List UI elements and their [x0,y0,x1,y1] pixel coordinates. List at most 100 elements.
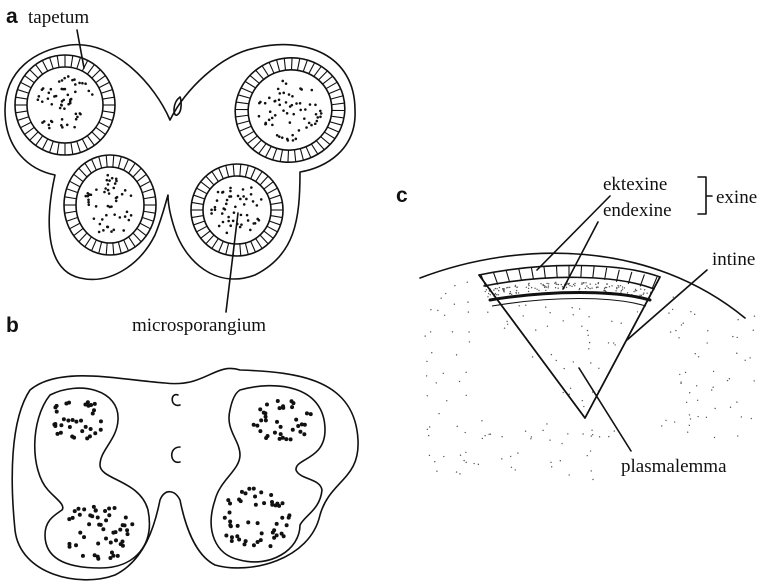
microspore-dot [226,232,229,235]
microspore-dot [47,124,50,127]
microspore-dot [111,554,115,558]
cytoplasm-speck [744,360,745,361]
cytoplasm-speck [680,383,681,384]
endexine-granule [526,287,527,288]
endexine-granule [503,290,504,291]
endexine-granule [598,283,599,284]
microspore-dot [98,231,101,234]
endexine-granule [597,286,598,287]
endexine-granule [622,286,623,287]
microspore-dot [108,179,111,182]
cytoplasm-speck [690,418,691,419]
cytoplasm-speck [628,349,629,350]
microspore-dot [130,214,133,217]
microspore-dot [58,80,61,83]
cytoplasm-speck [507,324,508,325]
microspore-dot [282,109,285,112]
microspore-dot [298,129,301,132]
endexine-granule [548,285,549,286]
cytoplasm-speck [490,434,491,435]
microspore-dot [264,122,267,125]
endexine-granule [546,286,547,287]
microspore-dot [232,220,235,223]
microspore-dot [41,100,44,103]
cytoplasm-speck [545,306,546,307]
microspore-dot [123,523,127,527]
cytoplasm-speck [501,458,502,459]
microspore-dot [299,102,302,105]
microspore-dot [41,121,44,124]
microspore-dot [227,220,230,223]
microspore-dot [256,204,259,207]
cytoplasm-speck [484,385,485,386]
cytoplasm-speck [484,435,485,436]
cytoplasm-speck [542,430,543,431]
cytoplasm-speck [673,296,674,297]
microspore-dot [295,102,298,105]
microspore-dot [71,418,75,422]
microspore-dot [247,487,251,491]
microspore-dot [228,511,232,515]
cytoplasm-speck [753,330,754,331]
cytoplasm-speck [573,314,574,315]
microspore-dot [53,424,57,428]
endexine-granule [583,282,584,283]
microspore-dot [242,188,245,191]
microspore-dot [214,206,217,209]
microspore-dot [87,198,90,201]
endexine-granule [490,294,491,295]
microspore-dot [226,199,229,202]
endexine-granule [609,286,610,287]
cytoplasm-speck [535,329,536,330]
microspore-dot [67,94,70,97]
cytoplasm-speck [443,456,444,457]
microspore-dot [310,89,313,92]
endexine-granule [641,295,642,296]
cytoplasm-speck [741,416,742,417]
cytoplasm-speck [591,429,592,430]
endexine-granule [534,288,535,289]
microspore-dot [310,124,313,127]
microspore-dot [305,126,308,129]
endexine-granule [620,292,621,293]
microspore-dot [104,187,107,190]
microspore-dot [107,189,110,192]
microspore-dot [237,498,241,502]
microspore-dot [78,531,82,535]
cytoplasm-speck [661,425,662,426]
microspore-dot [50,88,53,91]
microspore-dot [55,432,59,436]
microspore-dot [221,212,224,215]
microspore-dot [37,98,40,101]
cytoplasm-speck [587,455,588,456]
microspore-dot [48,127,51,130]
cytoplasm-speck [427,395,428,396]
microspore-dot [264,436,268,440]
endexine-granule [574,285,575,286]
cytoplasm-speck [714,437,715,438]
cytoplasm-speck [713,371,714,372]
microspore-dot [274,503,278,507]
microspore-dot [97,523,101,527]
microspore-dot [214,208,217,211]
cytoplasm-speck [729,378,730,379]
microspore-dot [237,538,241,542]
endexine-granule [624,287,625,288]
endexine-granule [588,287,589,288]
microspore-dot [258,102,261,105]
cytoplasm-speck [469,341,470,342]
microspore-dot [93,431,97,435]
locule-upper-left [15,55,115,155]
microspore-dot [292,113,295,116]
cytoplasm-speck [680,381,681,382]
microspore-dot [95,188,98,191]
cytoplasm-speck [569,394,570,395]
microspore-dot [233,211,236,214]
endexine-label: endexine [603,200,672,221]
cytoplasm-speck [736,353,737,354]
microspore-dot [114,182,117,185]
microspore-dot [101,218,104,221]
cytoplasm-speck [436,382,437,383]
microspore-dot [76,507,80,511]
microspore-dot [230,539,234,543]
